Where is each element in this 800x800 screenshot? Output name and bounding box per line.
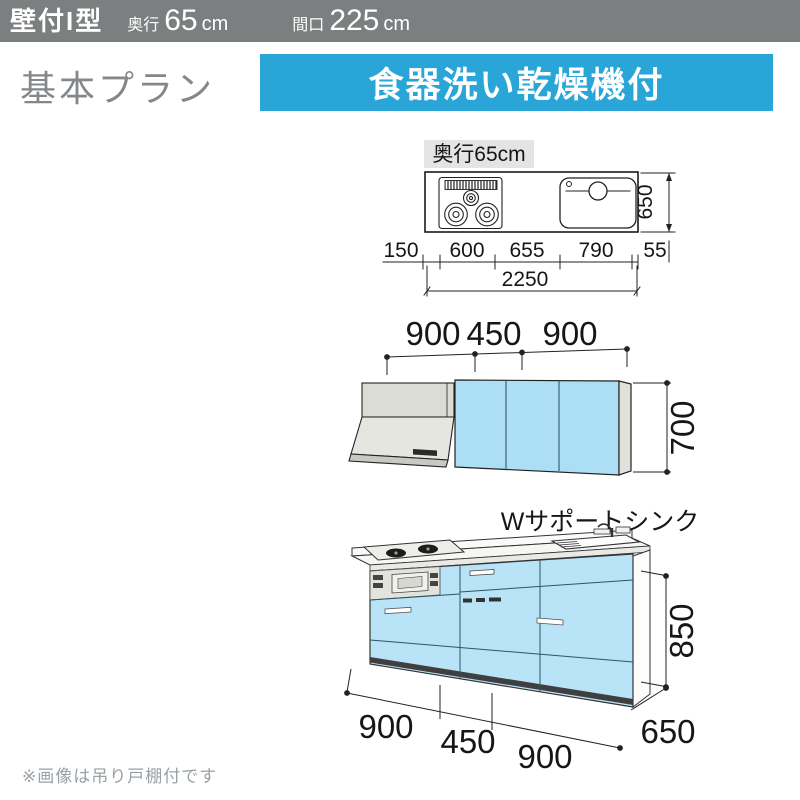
sink-front: [550, 523, 641, 550]
dishwasher-front: [463, 569, 501, 603]
base-depth-value: 650: [640, 713, 695, 750]
segment-150: 150: [383, 239, 418, 262]
header-bar: 壁付I型 奥行 65 cm 間口 225 cm: [0, 0, 800, 42]
knob: [373, 583, 383, 588]
segment-55: 55: [643, 239, 666, 262]
base-width-3: 900: [517, 738, 572, 775]
wall-width-2: 450: [466, 315, 521, 352]
top-view: 奥行65cm: [382, 140, 676, 297]
drawer-handles: [384, 606, 564, 626]
plan-depth-value: 650: [634, 184, 657, 219]
base-unit-view: Wサポートシンク: [344, 508, 700, 775]
wall-height-value: 700: [664, 400, 701, 455]
depth-label: 奥行: [127, 17, 160, 34]
feature-banner-label: 食器洗い乾燥機付: [368, 66, 665, 105]
base-depth-dimension: [630, 685, 669, 711]
plan-title: 基本プラン: [20, 68, 216, 109]
knob: [373, 575, 383, 580]
segment-790: 790: [578, 239, 613, 262]
depth-tag: 奥行65cm: [432, 143, 525, 166]
frontage-label: 間口: [292, 17, 325, 34]
dishwasher-handle: [469, 569, 495, 576]
depth-value: 65: [164, 4, 198, 37]
segment-600: 600: [449, 239, 484, 262]
base-width-dimension-line: [344, 668, 623, 751]
base-width-2: 450: [440, 723, 495, 760]
feature-banner: 食器洗い乾燥機付: [260, 54, 773, 111]
base-width-1: 900: [358, 708, 413, 745]
cooktop-front: [362, 539, 466, 561]
sink-rail: [593, 528, 611, 535]
wall-height-dimension: [633, 380, 671, 475]
knob: [430, 581, 438, 586]
dishwasher-button: [476, 598, 485, 602]
segment-655: 655: [509, 239, 544, 262]
kitchen-type-label: 壁付I型: [10, 6, 104, 36]
dishwasher-button: [489, 597, 501, 602]
burner-left: [444, 202, 468, 227]
small-hole: [566, 181, 572, 187]
cooktop-plan: [438, 176, 503, 230]
wall-cabinet-view: 900 450 900: [348, 315, 701, 476]
cooktop-control-panel: [369, 566, 441, 601]
burner-right: [475, 202, 499, 227]
grill-strip: [444, 180, 498, 190]
total-width-value: 2250: [502, 268, 549, 291]
wall-cabinet-side-panel: [618, 380, 632, 476]
range-hood: [348, 382, 455, 468]
segment-dimension-line: [382, 240, 670, 270]
sink-plan: [559, 177, 637, 229]
depth-tag-bg: [424, 140, 534, 168]
base-height-value: 850: [663, 603, 700, 658]
hood-switch: [413, 449, 437, 456]
footer-note: ※画像は吊り戸棚付です: [22, 767, 218, 786]
frontage-unit: cm: [383, 13, 411, 35]
toe-kick: [370, 657, 633, 705]
plan-depth-dimension: [640, 172, 676, 233]
wall-width-1: 900: [405, 315, 460, 352]
wall-width-3: 900: [542, 315, 597, 352]
burner-small: [462, 189, 480, 207]
drawer-joints: [369, 560, 634, 692]
knob: [430, 573, 438, 578]
wall-width-dimension-line: [384, 346, 630, 375]
depth-unit: cm: [201, 13, 229, 35]
dishwasher-button: [463, 598, 472, 603]
wall-cabinets: [454, 379, 632, 476]
total-dimension-line: [423, 265, 641, 297]
frontage-value: 225: [329, 4, 380, 37]
